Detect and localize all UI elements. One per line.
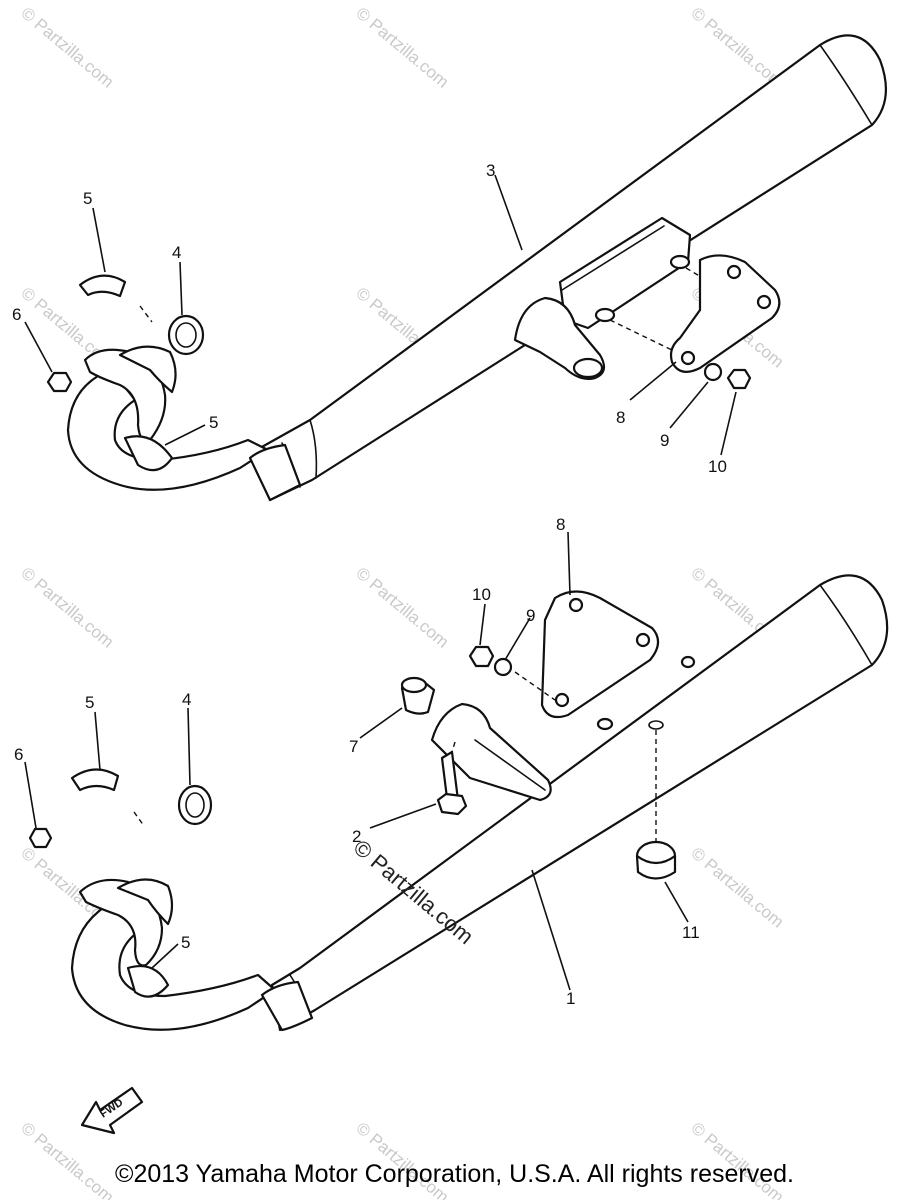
callout-8: 8	[616, 408, 625, 427]
callout-3: 3	[486, 161, 495, 180]
upper-washer	[703, 362, 723, 382]
callout-7: 7	[349, 737, 358, 756]
lower-stay-bracket	[540, 590, 660, 719]
lower-muffler-body	[270, 574, 889, 1032]
callout-5: 5	[181, 933, 190, 952]
upper-flange-nut	[46, 371, 73, 393]
copyright-notice: ©2013 Yamaha Motor Corporation, U.S.A. A…	[115, 1160, 794, 1188]
lower-collar-top	[70, 768, 120, 792]
upper-collar-bottom	[123, 435, 174, 472]
callout-6: 6	[12, 305, 21, 324]
lower-nut	[468, 645, 495, 668]
callout-numbers: 3 5 4 6 5 8 9 10 8 10 9 5 4 6 7 2 5 1 11	[12, 161, 727, 1008]
upper-muffler-assembly	[66, 34, 887, 502]
callout-11: 11	[682, 923, 700, 942]
callout-6: 6	[14, 745, 23, 764]
watermark: © Partzilla.com	[687, 844, 787, 932]
upper-stay-bracket	[669, 254, 781, 373]
callout-5: 5	[209, 413, 218, 432]
watermark: © Partzilla.com	[352, 4, 452, 92]
watermark: © Partzilla.com	[17, 4, 117, 92]
lower-washer	[493, 657, 513, 677]
callout-5: 5	[83, 189, 92, 208]
leader-lines	[24, 174, 737, 991]
upper-nut	[726, 368, 752, 390]
lower-collar-bottom	[126, 964, 170, 998]
callout-9: 9	[660, 431, 669, 450]
callout-4: 4	[182, 690, 191, 709]
watermark: © Partzilla.com	[17, 564, 117, 652]
watermark: © Partzilla.com	[352, 564, 452, 652]
callout-10: 10	[708, 457, 727, 476]
callout-10: 10	[472, 585, 491, 604]
upper-gasket	[167, 314, 205, 356]
callout-4: 4	[172, 243, 181, 262]
watermark: © Partzilla.com	[687, 4, 787, 92]
callout-5: 5	[85, 693, 94, 712]
fwd-arrow: FWD	[80, 1086, 144, 1135]
callout-1: 1	[566, 989, 575, 1008]
lower-muffler-assembly	[70, 574, 889, 1032]
upper-collar-top	[78, 274, 127, 298]
callout-8: 8	[556, 515, 565, 534]
lower-flange-nut	[28, 827, 53, 849]
lower-gasket	[177, 784, 213, 826]
upper-muffler-body	[258, 34, 887, 502]
callout-9: 9	[526, 606, 535, 625]
callout-2: 2	[352, 827, 361, 846]
lower-header-pipe	[70, 898, 277, 1031]
